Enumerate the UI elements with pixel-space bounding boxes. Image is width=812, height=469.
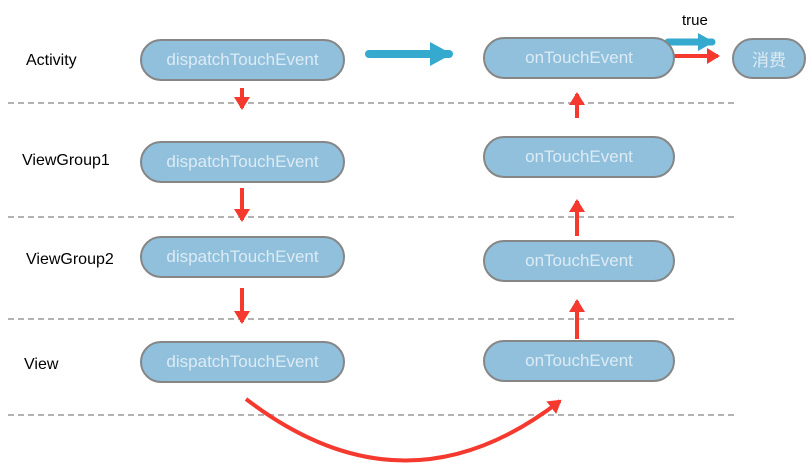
row-label-activity: Activity [26, 52, 77, 69]
row-divider [8, 102, 734, 104]
row-divider [8, 318, 734, 320]
row-label-viewgroup2: ViewGroup2 [26, 251, 114, 268]
pill-activity-ontouchevent: onTouchEvent [483, 37, 675, 79]
pill-viewgroup2-dispatchtouchevent: dispatchTouchEvent [140, 236, 345, 278]
pill-viewgroup1-ontouchevent: onTouchEvent [483, 136, 675, 178]
pill-viewgroup2-ontouchevent: onTouchEvent [483, 240, 675, 282]
row-label-view: View [24, 356, 59, 373]
pill-view-dispatchtouchevent: dispatchTouchEvent [140, 341, 345, 383]
pill-consume: 消费 [732, 38, 806, 79]
true-branch-label: true [682, 12, 708, 29]
pill-view-ontouchevent: onTouchEvent [483, 340, 675, 382]
pill-viewgroup1-dispatchtouchevent: dispatchTouchEvent [140, 141, 345, 183]
red-curved-arrow-view-dispatch-to-ontouch-icon [244, 397, 562, 463]
row-label-viewgroup1: ViewGroup1 [22, 152, 110, 169]
row-divider [8, 414, 734, 416]
pill-activity-dispatchtouchevent: dispatchTouchEvent [140, 39, 345, 81]
row-divider [8, 216, 734, 218]
